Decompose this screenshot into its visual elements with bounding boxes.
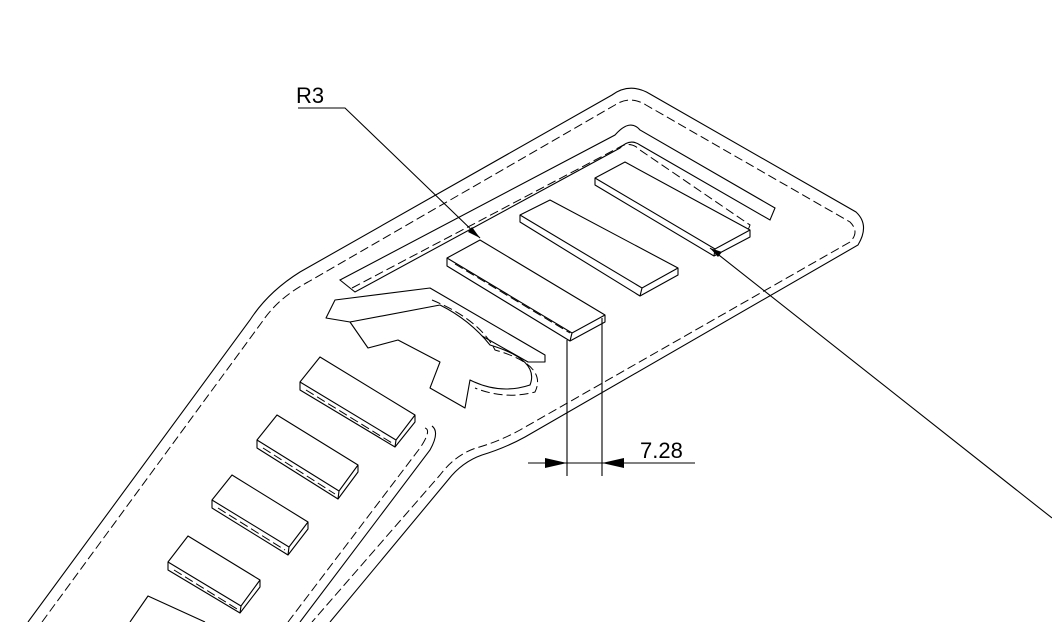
side-slot-4 [167,535,261,614]
slot-2 [519,199,679,297]
recess-frame-dashed [351,144,751,289]
slot-1 [446,239,606,342]
side-slot-3 [211,474,309,556]
radius-callout: R3 [296,83,481,239]
side-slot-5 [129,595,206,622]
radius-label: R3 [296,83,324,108]
side-slot-2 [256,414,359,500]
raised-logo-shape [325,287,546,409]
dimension-label: 7.28 [640,438,683,463]
part-outline-inner-dashed [41,99,856,622]
width-dimension: 7.28 [528,318,695,476]
leader-line-right [709,247,1052,519]
side-slot-1 [299,356,416,448]
part-edge-lower [299,425,437,622]
part-edge-lower-dashed [287,427,429,622]
part-outline-outer [27,87,865,622]
